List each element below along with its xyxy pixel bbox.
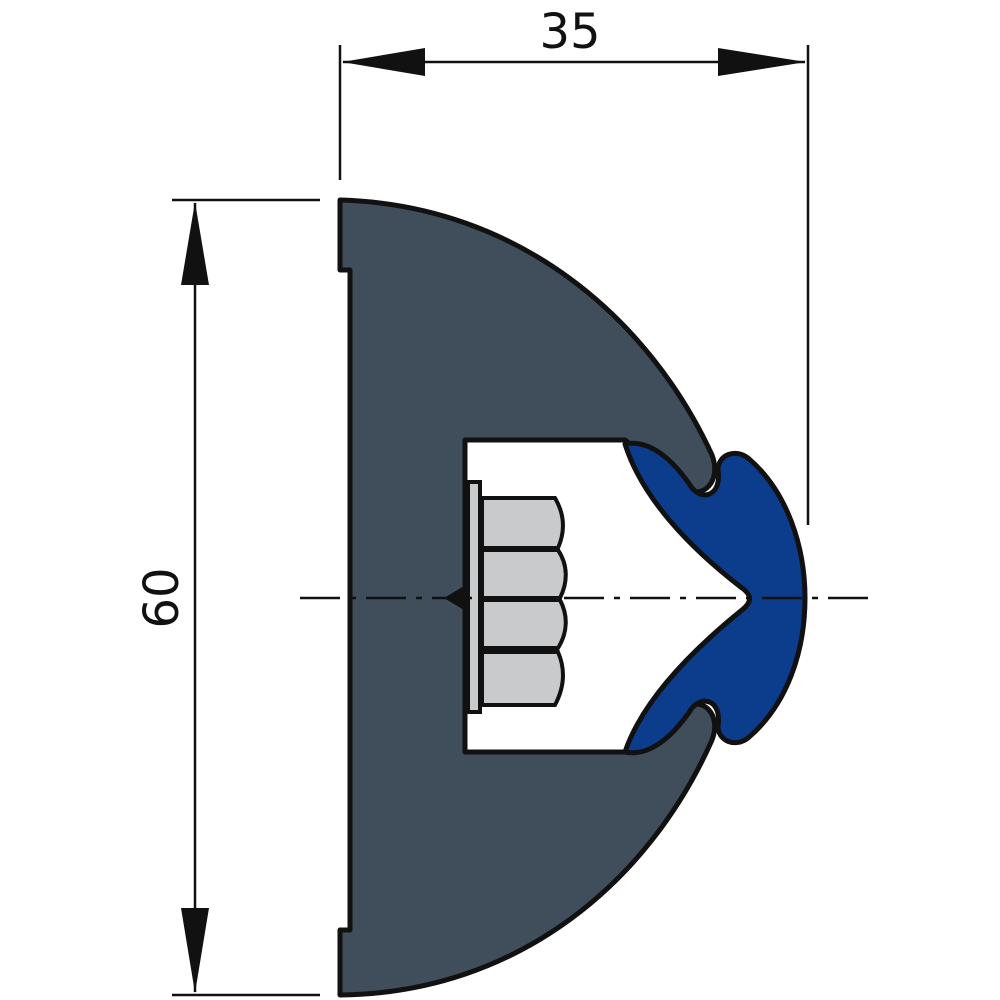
nut-face [480, 650, 565, 707]
height-dimension: 60 [134, 198, 320, 997]
insert-strip [622, 440, 808, 756]
arrowhead-top [181, 202, 209, 285]
hex-nut [444, 480, 568, 714]
height-label: 60 [134, 567, 190, 628]
nut-face [480, 598, 568, 650]
width-dimension: 35 [338, 4, 810, 525]
nut-face [480, 496, 565, 550]
width-label: 35 [539, 4, 600, 60]
nut-face [480, 548, 568, 600]
arrowhead-right [718, 48, 806, 76]
arrowhead-left [342, 48, 425, 76]
arrowhead-bottom [181, 908, 209, 993]
